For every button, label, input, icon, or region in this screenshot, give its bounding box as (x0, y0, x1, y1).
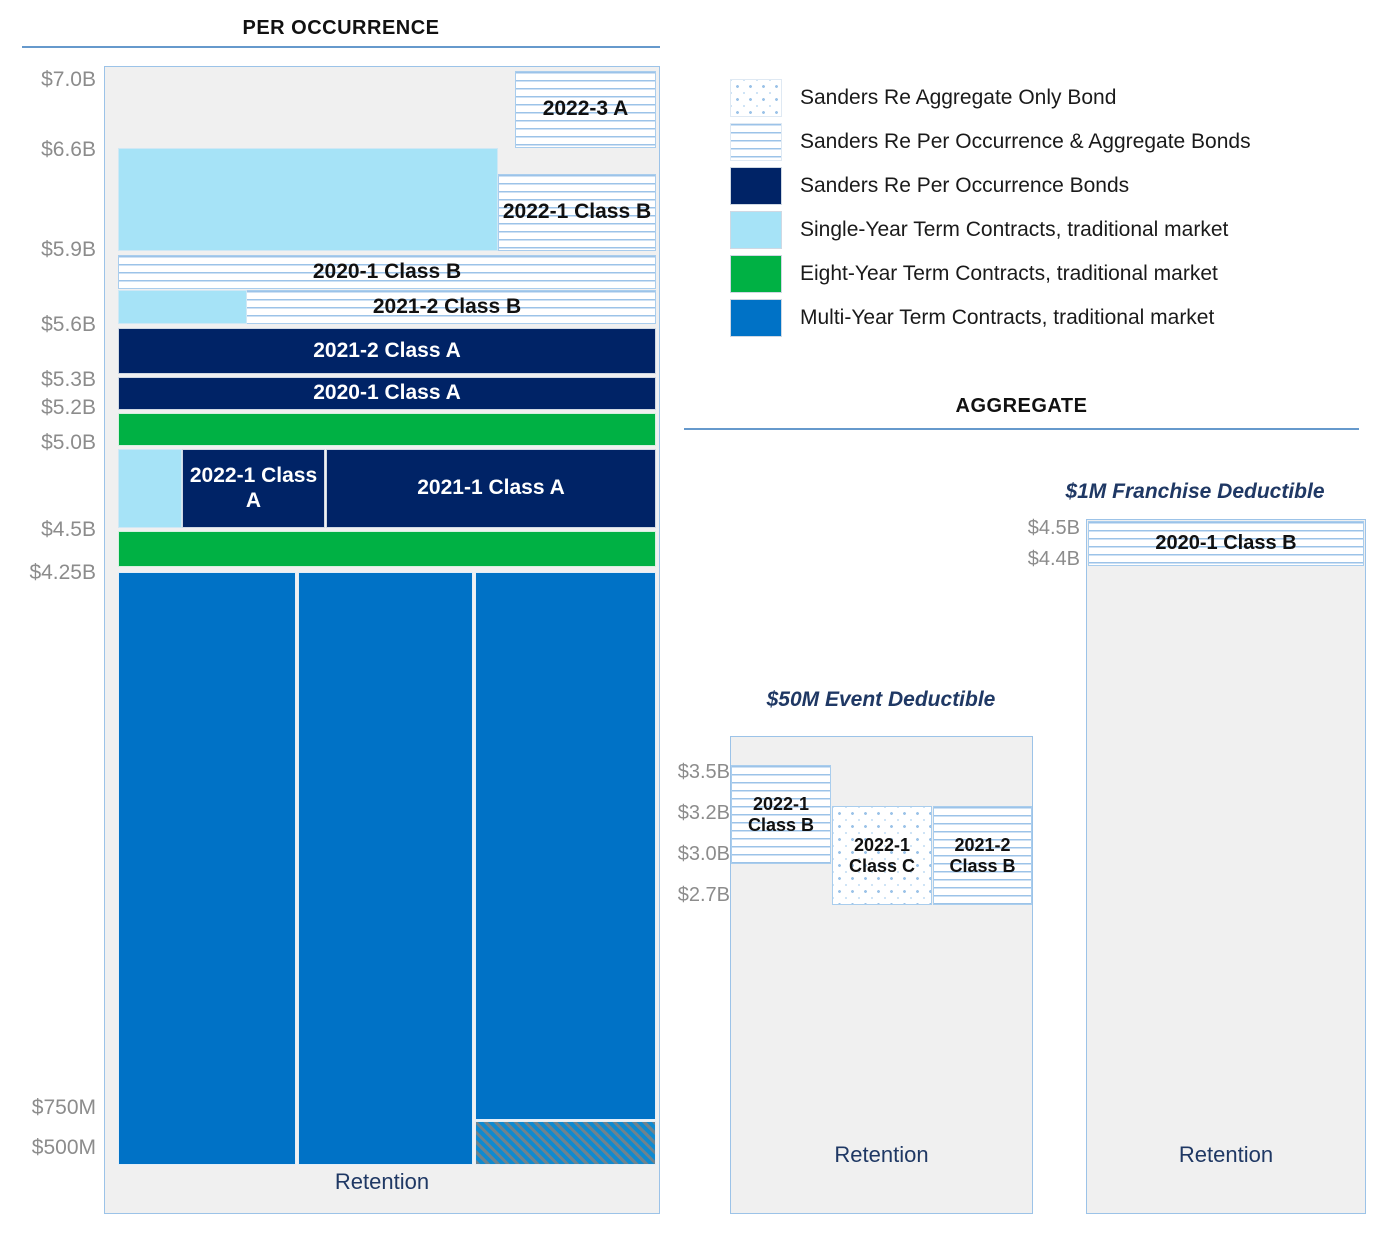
aggregate-rule (684, 428, 1359, 430)
po-tick-500M: $500M (31, 1136, 96, 1159)
legend-swatch-hlines-icon (730, 123, 782, 161)
agg1-block-2022-1-class-c-label: 2022-1 Class C (848, 834, 916, 876)
per-occurrence-rule (22, 46, 660, 48)
agg1-block-2021-2-class-b-label: 2021-2 Class B (949, 834, 1016, 876)
po-tick-5.0B: $5.0B (41, 431, 96, 454)
po-block-2022-1-class-b[interactable]: 2022-1 Class B (498, 174, 656, 251)
event-deductible-title: $50M Event Deductible (766, 688, 996, 711)
agg1-tick-3.0B: $3.0B (677, 843, 730, 865)
po-block-multi-year-col3-hatched[interactable] (475, 1121, 656, 1165)
po-block-2022-3-a-label: 2022-3 A (542, 97, 629, 121)
po-retention-label: Retention (334, 1169, 430, 1194)
legend-swatch-dots-icon (730, 79, 782, 117)
agg2-block-2020-1-class-b-label: 2020-1 Class B (1155, 532, 1297, 554)
po-block-multi-year-col1[interactable] (118, 572, 296, 1165)
po-block-multi-year-col3[interactable] (475, 572, 656, 1120)
legend: Sanders Re Aggregate Only Bond Sanders R… (730, 76, 1370, 340)
aggregate-title: AGGREGATE (955, 395, 1088, 417)
franchise-deductible-tower: Retention (1086, 519, 1366, 1214)
po-tick-4.5B: $4.5B (41, 518, 96, 541)
legend-item-per-occurrence-and-aggregate-bonds[interactable]: Sanders Re Per Occurrence & Aggregate Bo… (730, 120, 1370, 164)
legend-item-single-year-term-contracts[interactable]: Single-Year Term Contracts, traditional … (730, 208, 1370, 252)
po-block-2021-2-class-a[interactable]: 2021-2 Class A (118, 328, 656, 374)
legend-swatch-lightblue-icon (730, 211, 782, 249)
po-block-single-year-5600-5750[interactable] (118, 290, 247, 324)
po-block-2020-1-class-b-label: 2020-1 Class B (312, 259, 462, 283)
agg2-retention-label: Retention (1178, 1142, 1274, 1167)
po-tick-5.3B: $5.3B (41, 368, 96, 391)
legend-item-per-occurrence-bonds[interactable]: Sanders Re Per Occurrence Bonds (730, 164, 1370, 208)
po-block-2021-2-class-b-label: 2021-2 Class B (372, 294, 522, 318)
franchise-deductible-title: $1M Franchise Deductible (1065, 480, 1325, 503)
po-block-single-year-5900-6600[interactable] (118, 148, 498, 251)
legend-label: Sanders Re Aggregate Only Bond (800, 86, 1117, 109)
po-block-eight-year-4250-4500[interactable] (118, 531, 656, 567)
legend-label: Sanders Re Per Occurrence & Aggregate Bo… (800, 130, 1251, 153)
legend-label: Single-Year Term Contracts, traditional … (800, 218, 1229, 241)
agg1-block-2022-1-class-b-label: 2022-1 Class B (747, 793, 815, 835)
agg2-tick-4.4B: $4.4B (1027, 548, 1080, 570)
po-block-eight-year-5000-5200[interactable] (118, 413, 656, 446)
agg1-tick-3.2B: $3.2B (677, 802, 730, 824)
po-block-2021-1-class-a-label: 2021-1 Class A (417, 476, 565, 500)
po-tick-5.6B: $5.6B (41, 313, 96, 336)
po-tick-4.25B: $4.25B (29, 561, 96, 584)
agg1-tick-2.7B: $2.7B (677, 884, 730, 906)
legend-swatch-blue-icon (730, 299, 782, 337)
po-block-single-year-4500-5000[interactable] (118, 449, 182, 528)
po-block-2021-2-class-a-label: 2021-2 Class A (313, 338, 461, 362)
po-block-2022-1-class-a-label: 2022-1 Class A (189, 464, 318, 512)
po-tick-6.6B: $6.6B (41, 138, 96, 161)
per-occurrence-title: PER OCCURRENCE (242, 17, 440, 39)
po-block-2020-1-class-a[interactable]: 2020-1 Class A (118, 377, 656, 410)
legend-swatch-navy-icon (730, 167, 782, 205)
po-block-multi-year-col2[interactable] (298, 572, 473, 1165)
agg2-block-2020-1-class-b[interactable]: 2020-1 Class B (1088, 521, 1364, 566)
legend-item-eight-year-term-contracts[interactable]: Eight-Year Term Contracts, traditional m… (730, 252, 1370, 296)
legend-label: Eight-Year Term Contracts, traditional m… (800, 262, 1218, 285)
po-tick-5.2B: $5.2B (41, 396, 96, 419)
legend-item-aggregate-only-bond[interactable]: Sanders Re Aggregate Only Bond (730, 76, 1370, 120)
agg1-block-2021-2-class-b[interactable]: 2021-2 Class B (933, 806, 1032, 905)
legend-label: Sanders Re Per Occurrence Bonds (800, 174, 1130, 197)
agg2-tick-4.5B: $4.5B (1027, 517, 1080, 539)
legend-label: Multi-Year Term Contracts, traditional m… (800, 306, 1215, 329)
po-block-2022-3-a[interactable]: 2022-3 A (515, 71, 656, 148)
po-block-2022-1-class-a[interactable]: 2022-1 Class A (182, 449, 325, 528)
agg1-block-2022-1-class-b[interactable]: 2022-1 Class B (731, 765, 831, 864)
legend-swatch-green-icon (730, 255, 782, 293)
legend-item-multi-year-term-contracts[interactable]: Multi-Year Term Contracts, traditional m… (730, 296, 1370, 340)
po-block-2020-1-class-b[interactable]: 2020-1 Class B (118, 255, 656, 289)
po-block-2021-1-class-a[interactable]: 2021-1 Class A (326, 449, 656, 528)
po-tick-5.9B: $5.9B (41, 238, 96, 261)
po-block-2020-1-class-a-label: 2020-1 Class A (313, 381, 461, 405)
agg1-retention-label: Retention (834, 1142, 929, 1167)
po-tick-7.0B: $7.0B (41, 68, 96, 91)
agg1-tick-3.5B: $3.5B (677, 761, 730, 783)
po-tick-750M: $750M (31, 1096, 96, 1119)
po-block-2022-1-class-b-label: 2022-1 Class B (502, 200, 652, 224)
agg1-block-2022-1-class-c[interactable]: 2022-1 Class C (832, 806, 932, 905)
